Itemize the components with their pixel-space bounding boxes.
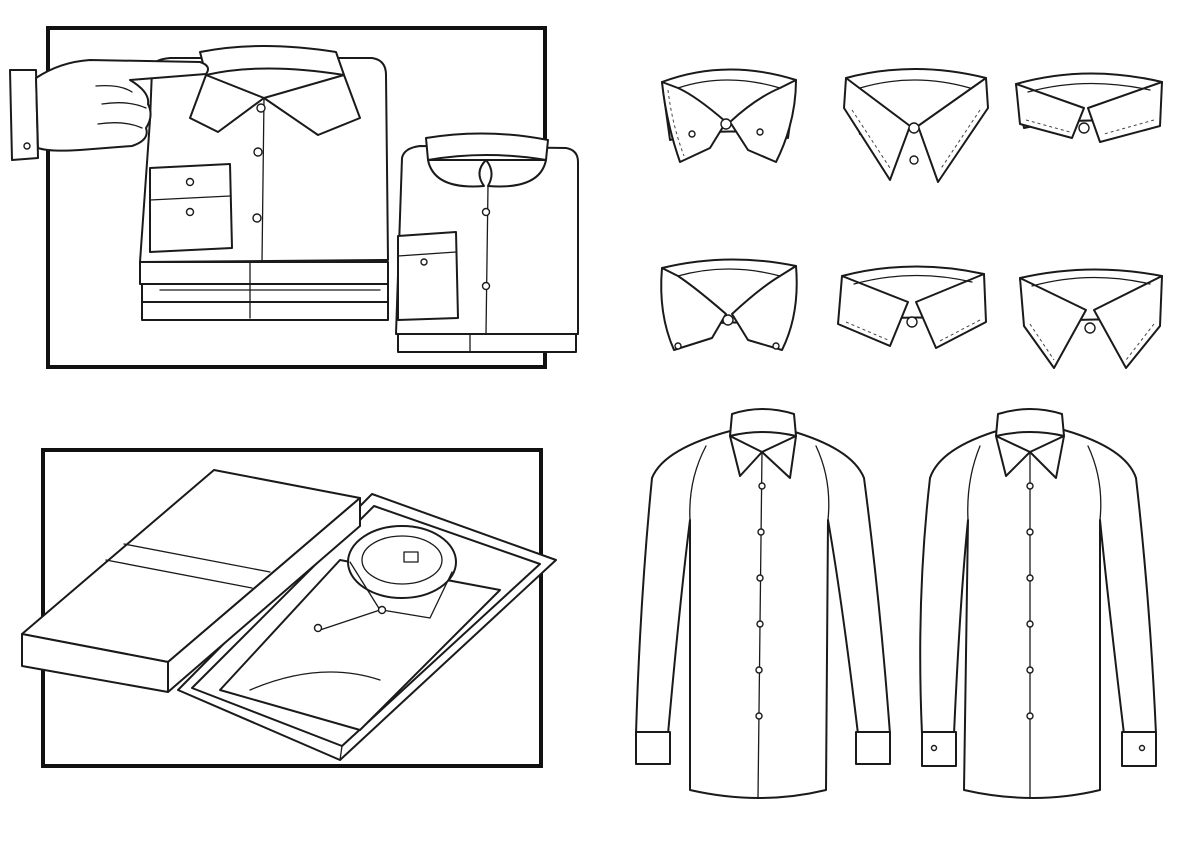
folded-shirt-stack: [139, 45, 389, 321]
collar-style-1: [661, 68, 797, 163]
collar-style-4: [660, 258, 798, 351]
folded-shirt-single: [395, 132, 579, 353]
panel-shirt-box: [21, 448, 557, 768]
collar-style-2: [843, 68, 989, 183]
full-shirts: [635, 408, 1157, 799]
panel-folded-shirts: [9, 26, 579, 369]
collar-style-6: [1019, 268, 1163, 369]
collar-styles: [660, 68, 1163, 369]
full-shirt-1: [635, 408, 891, 799]
collar-style-3: [1015, 72, 1163, 143]
pointing-hand: [9, 59, 209, 161]
full-shirt-2: [919, 408, 1157, 799]
collar-style-5: [837, 265, 987, 349]
shirt-box: [21, 469, 557, 761]
